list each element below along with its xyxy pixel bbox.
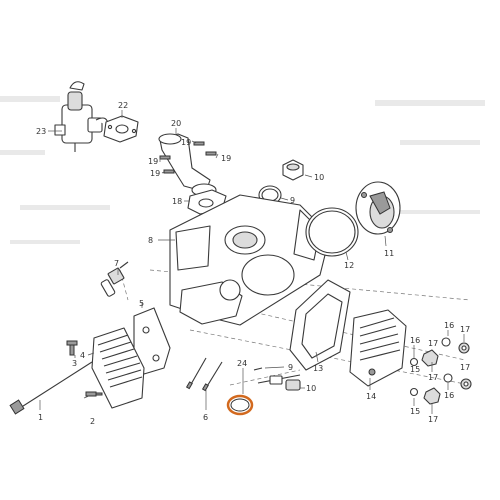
callout-5: 5 [139,299,144,308]
callout-7: 7 [114,259,119,268]
callout-13: 13 [313,364,323,373]
intake-manifold [158,133,217,197]
small-bolts [66,340,103,397]
callout-19-d: 19 [150,169,160,178]
callout-9-bottom: 9 [288,363,293,372]
callout-3: 3 [72,359,77,368]
finned-block [91,327,145,409]
callout-19-b: 19 [221,154,231,163]
callout-20: 20 [171,119,181,128]
cap-nut-top [282,159,304,181]
side-cover [355,181,401,235]
callout-11: 11 [384,249,394,258]
callout-17-d: 17 [460,363,470,372]
callout-4: 4 [80,351,85,360]
callout-14: 14 [366,392,376,401]
scan-noise [0,96,485,244]
intake-gasket [103,115,139,143]
callout-10-top: 10 [314,173,324,182]
callout-8: 8 [148,236,153,245]
nuts-and-washers [409,337,472,405]
large-o-ring [305,207,359,257]
callout-12: 12 [344,261,354,270]
callout-24: 24 [237,359,247,368]
callout-1: 1 [38,413,43,422]
callout-labels: 23 22 20 19 19 19 19 18 10 9 8 12 11 7 5… [36,101,470,426]
leader-lines [39,110,465,414]
cover-gasket [289,279,351,371]
carburetor [54,81,109,152]
callout-16-a: 16 [444,321,454,330]
callout-17-b: 17 [428,373,438,382]
studs [185,357,223,392]
callout-17-a: 17 [460,325,470,334]
highlighted-o-ring [226,394,254,416]
callout-18: 18 [172,197,182,206]
callout-10-bottom: 10 [306,384,316,393]
callout-19-c: 19 [148,157,158,166]
long-stud-bolt [9,361,93,415]
callout-2: 2 [90,417,95,426]
callout-16-c: 16 [410,336,420,345]
callout-22: 22 [118,101,128,110]
callout-15-b: 15 [410,407,420,416]
valve-cover [349,309,407,387]
callout-17-e: 17 [428,415,438,424]
callout-23: 23 [36,127,46,136]
manifold-bolts [159,141,217,174]
spark-plug [100,261,129,297]
valve-rod-assembly [253,367,301,391]
callout-9-top: 9 [290,196,295,205]
callout-19-a: 19 [181,138,191,147]
callout-17-c: 17 [428,339,438,348]
callout-15-a: 15 [410,365,420,374]
callout-16-b: 16 [444,391,454,400]
callout-6: 6 [203,413,208,422]
